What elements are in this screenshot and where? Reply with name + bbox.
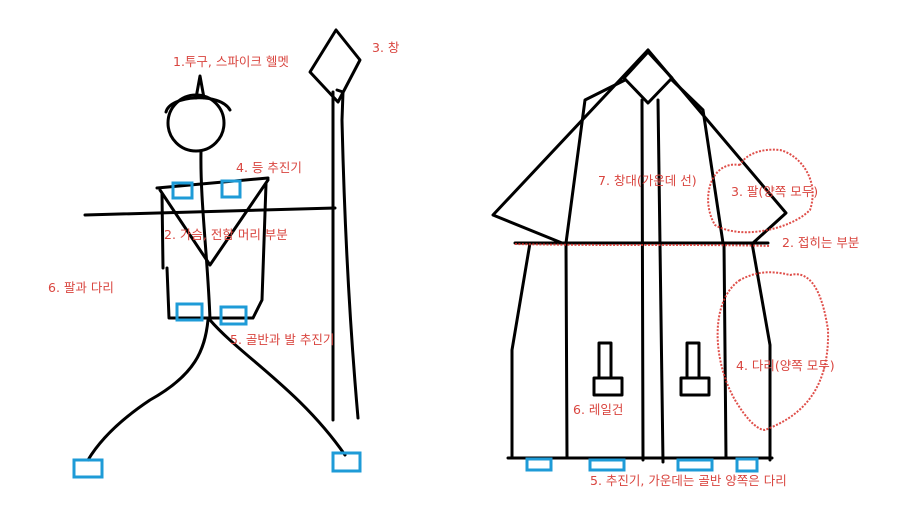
pelvis-thruster (219, 305, 248, 326)
railgun-barrel (685, 341, 701, 380)
chest-triangle (158, 178, 270, 267)
right-leg (208, 318, 347, 457)
inner-left (564, 78, 627, 245)
fold-highlight (514, 243, 771, 247)
leg-thruster (525, 457, 553, 472)
label-arms-legs: 6. 팔과 다리 (48, 280, 114, 295)
label-shaft: 7. 창대(가운데 선) (598, 173, 697, 188)
spine (199, 149, 212, 322)
back-thruster (220, 179, 242, 199)
torso-left (160, 192, 254, 320)
spear-head (308, 28, 362, 104)
arm-circle (707, 148, 814, 234)
spear-shaft (331, 88, 360, 422)
pelvis-thruster (175, 302, 204, 322)
pelvis-thruster (588, 458, 626, 472)
label-spear: 3. 창 (372, 40, 400, 55)
label-back-thrusters: 4. 등 추진기 (236, 160, 302, 175)
railgun-base (592, 376, 624, 397)
inner-right (670, 78, 725, 245)
hull-left (510, 241, 532, 460)
helmet-spike (194, 74, 206, 100)
torso-right (251, 182, 268, 320)
back-thruster (171, 181, 194, 200)
pelvis-thruster (676, 458, 714, 472)
foot-thruster (331, 451, 362, 473)
robot-figure (72, 28, 362, 479)
railgun-barrel (597, 341, 613, 380)
label-arms: 3. 팔(양쪽 모두) (731, 184, 818, 199)
left-leg (86, 318, 210, 462)
roof-left (491, 48, 650, 245)
center-shaft (640, 98, 665, 464)
arms (83, 206, 337, 217)
label-fold: 2. 접히는 부분 (782, 235, 859, 250)
label-thrusters: 5. 추진기, 가운데는 골반 양쪽은 다리 (590, 473, 787, 488)
label-helmet: 1.투구, 스파이크 헬멧 (173, 54, 289, 69)
hull-right (750, 241, 772, 462)
railgun-base (679, 376, 711, 397)
head (166, 93, 226, 153)
foot-thruster (72, 458, 104, 479)
torso-top (155, 176, 270, 190)
label-legs: 4. 다리(양쪽 모두) (736, 358, 835, 373)
label-railgun: 6. 레일건 (573, 402, 623, 417)
label-pelvis-feet: 5. 골반과 발 추진기 (230, 332, 334, 347)
label-chest: 2. 가슴, 전함 머리 부분 (164, 227, 288, 242)
hull-inner (564, 241, 728, 460)
ship-figure (491, 48, 830, 473)
leg-thruster (735, 457, 759, 473)
bridge-diamond (622, 50, 674, 105)
roof-right (646, 48, 788, 245)
leg-circle (716, 271, 830, 432)
helmet-rim (164, 96, 232, 114)
